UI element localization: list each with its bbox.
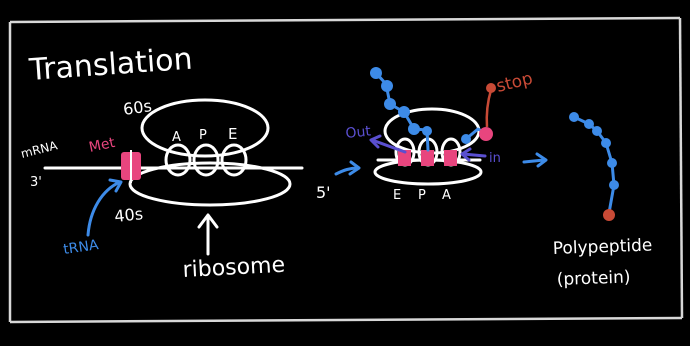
- five-prime-label: 5': [316, 183, 331, 202]
- site-p2-label: P: [418, 188, 426, 203]
- site-a-circle: [164, 143, 192, 177]
- polypeptide-bead: [601, 138, 611, 148]
- site-a-label: A: [172, 130, 181, 145]
- stop-pointer: [485, 89, 493, 128]
- trna-block-p: [421, 150, 434, 166]
- step-arrow-1-head: [348, 160, 361, 176]
- mrna-label: mRNA: [19, 138, 59, 161]
- amino-acid-bead: [408, 123, 420, 135]
- large-subunit-label: 60s: [122, 96, 153, 119]
- site-p-label: P: [199, 128, 207, 143]
- trna-block-e: [398, 150, 411, 166]
- polypeptide-label-line1: Polypeptide: [552, 236, 652, 259]
- large-subunit: [140, 98, 270, 158]
- polypeptide-bead: [609, 180, 619, 190]
- amino-acid-beads: [370, 67, 432, 136]
- amino-acid-bead: [398, 106, 410, 118]
- out-label: Out: [345, 123, 372, 142]
- polypeptide-diagram: Polypeptide (protein): [552, 112, 653, 290]
- met-label: Met: [88, 135, 117, 156]
- polypeptide-bead: [584, 119, 594, 129]
- amino-acid-bead: [384, 98, 396, 110]
- trna-label: tRNA: [62, 237, 100, 258]
- out-arrowhead: [369, 134, 382, 149]
- title: Translation: [27, 42, 194, 88]
- site-e-circle: [220, 143, 248, 177]
- ribosome-label: ribosome: [182, 253, 286, 283]
- small-subunit-label: 40s: [113, 204, 144, 226]
- ribosome-arrowhead: [197, 213, 219, 229]
- amino-acid-bead: [381, 80, 393, 92]
- site-a2-label: A: [442, 188, 451, 203]
- site-p-circle: [192, 143, 220, 177]
- elongation-diagram: E P A stop Out in: [345, 67, 535, 203]
- trna-arrow: [86, 180, 122, 237]
- in-arrow: [461, 152, 487, 158]
- polypeptide-label-line2: (protein): [556, 267, 630, 290]
- step-arrow-2: [522, 158, 546, 164]
- amino-acid-bead: [422, 126, 432, 136]
- whiteboard-frame: [8, 16, 684, 324]
- stop-dot: [486, 83, 496, 93]
- in-arrowhead: [460, 147, 472, 162]
- incoming-amino-acid: [461, 134, 471, 144]
- stop-codon-marker: [479, 127, 493, 141]
- polypeptide-bead: [607, 158, 617, 168]
- out-arrow: [370, 138, 407, 154]
- three-prime-label: 3': [30, 175, 42, 190]
- polypeptide-bead: [569, 112, 579, 122]
- step-arrow-1: [334, 166, 360, 176]
- trna-arrowhead: [108, 178, 123, 193]
- polypeptide-end: [603, 209, 615, 221]
- in-label: in: [489, 151, 501, 166]
- amino-acid-bead: [370, 67, 382, 79]
- small-subunit: [128, 161, 292, 207]
- ribosome-diagram: A P E 60s 40s mRNA 3' 5' Met tRNA riboso…: [19, 96, 330, 283]
- site-e2-label: E: [393, 188, 401, 203]
- step-arrow-2-head: [535, 152, 548, 168]
- stop-label: stop: [494, 69, 534, 97]
- trna-block-a: [444, 150, 457, 166]
- polypeptide-bead: [592, 126, 602, 136]
- site-e-label: E: [228, 125, 237, 143]
